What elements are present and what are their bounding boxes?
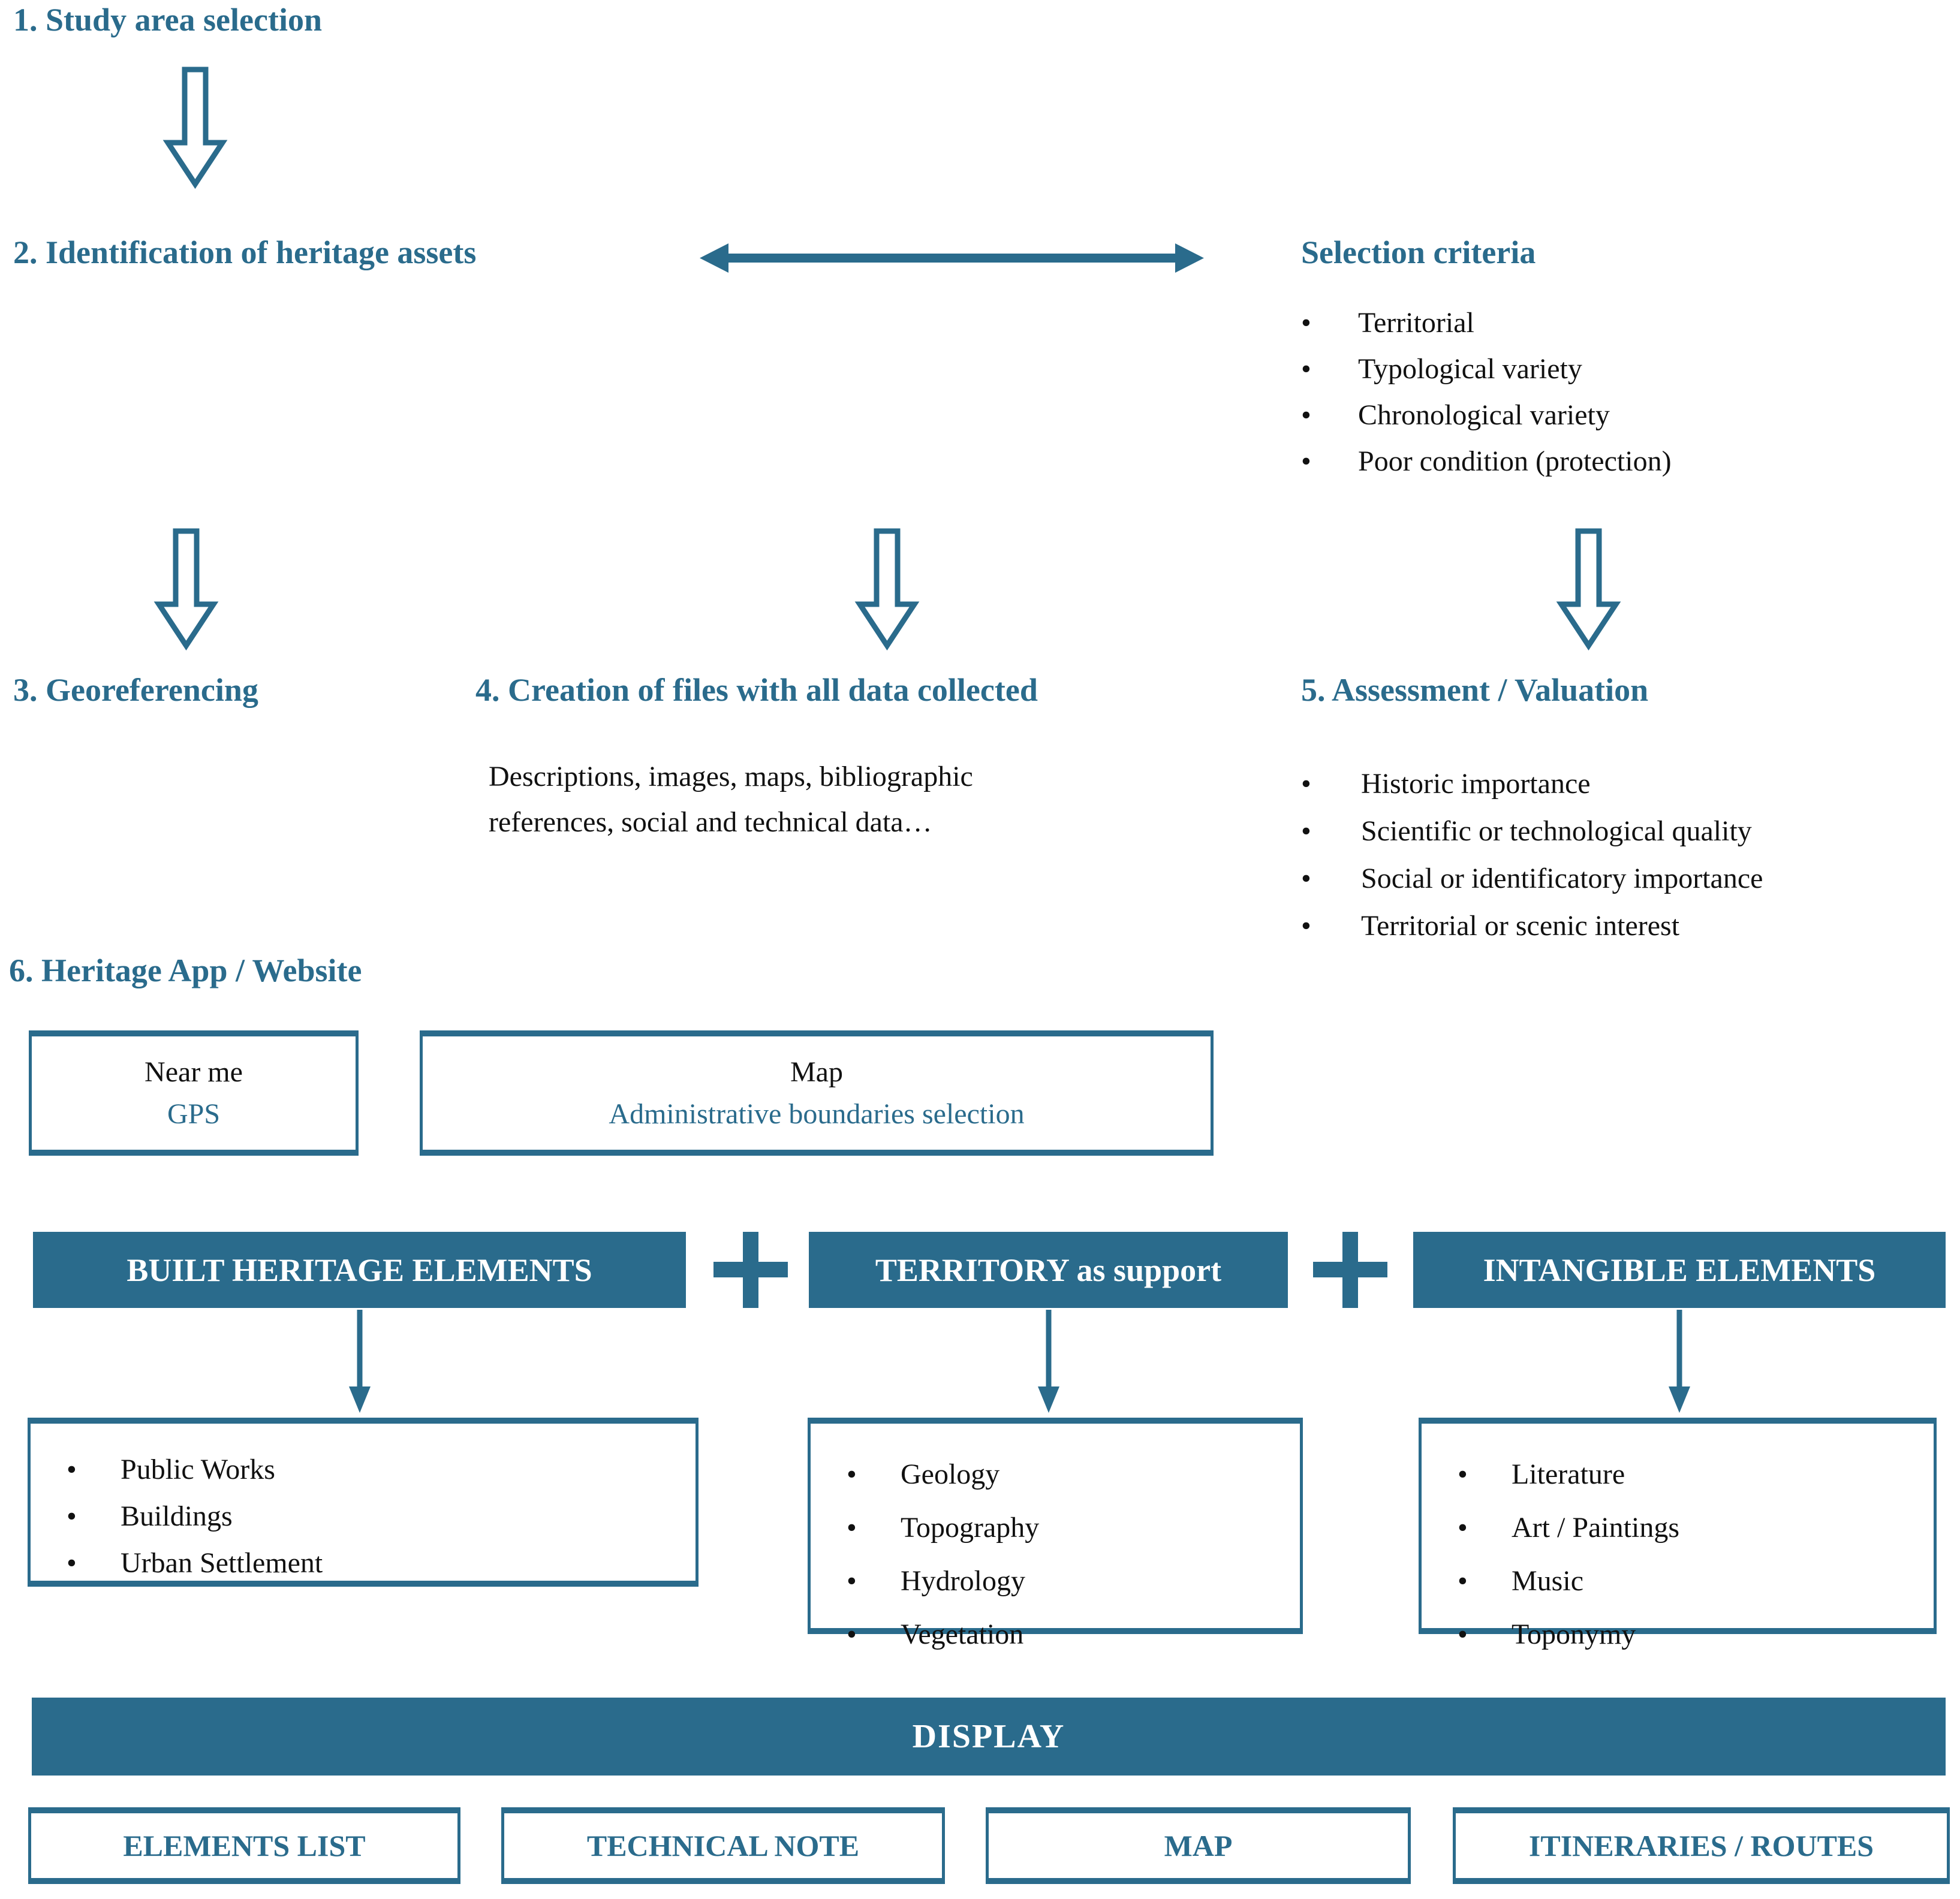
step-1-label: 1. Study area selection — [13, 2, 322, 38]
near-me-label: Near me — [144, 1056, 243, 1088]
list-item: Geology — [811, 1448, 1300, 1501]
step-2-label: 2. Identification of heritage assets — [13, 234, 477, 270]
itineraries-routes-box: ITINERARIES / ROUTES — [1453, 1807, 1950, 1884]
intangible-list-box: Literature Art / Paintings Music Toponym… — [1419, 1418, 1937, 1661]
down-arrow-icon — [853, 528, 922, 650]
list-item: Literature — [1422, 1448, 1934, 1501]
intangible-header: INTANGIBLE ELEMENTS — [1413, 1232, 1946, 1308]
map-label: Map — [790, 1056, 843, 1088]
down-arrow-icon — [161, 66, 230, 189]
step-3-label: 3. Georeferencing — [13, 672, 258, 708]
map-output-box: MAP — [986, 1807, 1411, 1884]
assessment-item: Scientific or technological quality — [1301, 807, 1763, 855]
built-heritage-list: Public Works Buildings Urban Settlement — [31, 1446, 696, 1587]
display-bar: DISPLAY — [32, 1698, 1946, 1776]
double-arrow-icon — [699, 240, 1205, 276]
plus-icon — [1313, 1262, 1387, 1277]
list-item: Public Works — [31, 1446, 696, 1493]
list-item: Topography — [811, 1501, 1300, 1554]
near-me-gps-box: Near me GPS — [29, 1030, 359, 1156]
admin-boundaries-label: Administrative boundaries selection — [609, 1098, 1025, 1130]
territory-list: Geology Topography Hydrology Vegetation — [811, 1448, 1300, 1661]
gps-label: GPS — [167, 1098, 221, 1130]
technical-note-box: TECHNICAL NOTE — [501, 1807, 945, 1884]
list-item: Hydrology — [811, 1554, 1300, 1608]
list-item: Urban Settlement — [31, 1540, 696, 1587]
criteria-item: Poor condition (protection) — [1301, 438, 1672, 484]
selection-criteria-title: Selection criteria — [1301, 234, 1536, 270]
assessment-item: Historic importance — [1301, 760, 1763, 807]
selection-criteria-list: Territorial Typological variety Chronolo… — [1301, 300, 1672, 484]
territory-list-box: Geology Topography Hydrology Vegetation — [808, 1418, 1303, 1661]
thin-down-arrow-icon — [347, 1310, 373, 1414]
step-4-description: Descriptions, images, maps, bibliographi… — [489, 761, 973, 838]
built-heritage-list-box: Public Works Buildings Urban Settlement — [28, 1418, 699, 1587]
list-item: Toponymy — [1422, 1608, 1934, 1661]
assessment-item: Social or identificatory importance — [1301, 855, 1763, 902]
intangible-list: Literature Art / Paintings Music Toponym… — [1422, 1448, 1934, 1661]
assessment-item: Territorial or scenic interest — [1301, 902, 1763, 950]
list-item: Art / Paintings — [1422, 1501, 1934, 1554]
thin-down-arrow-icon — [1666, 1310, 1693, 1414]
list-item: Buildings — [31, 1493, 696, 1540]
map-boundaries-box: Map Administrative boundaries selection — [420, 1030, 1214, 1156]
thin-down-arrow-icon — [1035, 1310, 1062, 1414]
down-arrow-icon — [1554, 528, 1623, 650]
list-item: Vegetation — [811, 1608, 1300, 1661]
step-5-label: 5. Assessment / Valuation — [1301, 672, 1649, 708]
criteria-item: Typological variety — [1301, 346, 1672, 392]
down-arrow-icon — [152, 528, 221, 650]
criteria-item: Territorial — [1301, 300, 1672, 346]
elements-list-box: ELEMENTS LIST — [28, 1807, 460, 1884]
assessment-criteria-list: Historic importance Scientific or techno… — [1301, 760, 1763, 950]
territory-header: TERRITORY as support — [809, 1232, 1288, 1308]
step-6-label: 6. Heritage App / Website — [9, 952, 362, 988]
list-item: Music — [1422, 1554, 1934, 1608]
criteria-item: Chronological variety — [1301, 392, 1672, 438]
step-4-label: 4. Creation of files with all data colle… — [475, 672, 1038, 708]
plus-icon — [713, 1262, 788, 1277]
built-heritage-header: BUILT HERITAGE ELEMENTS — [33, 1232, 686, 1308]
